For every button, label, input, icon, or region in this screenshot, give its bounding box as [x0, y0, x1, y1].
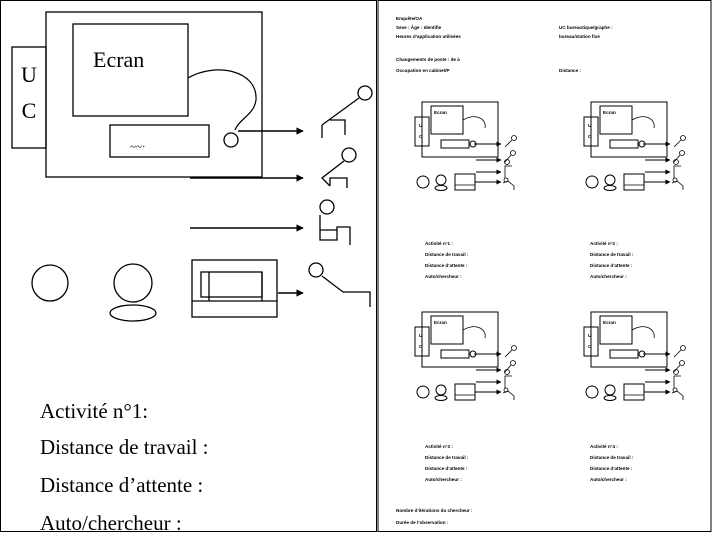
- svg-text:Distance d’attente :: Distance d’attente :: [590, 263, 633, 268]
- posture-figure-2: [321, 147, 357, 188]
- svg-text:Auto/chercheur :: Auto/chercheur :: [425, 477, 462, 482]
- svg-text:Auto/chercheur :: Auto/chercheur :: [425, 274, 462, 279]
- field-waiting-distance: Distance d’attente :: [40, 473, 203, 497]
- svg-text:U: U: [588, 333, 592, 338]
- posture-figure-1: [321, 85, 373, 138]
- svg-text:Ecran: Ecran: [434, 320, 447, 325]
- svg-text:Durée de l’observation :: Durée de l’observation :: [396, 520, 449, 525]
- svg-text:Auto/chercheur :: Auto/chercheur :: [590, 477, 627, 482]
- mini-diagram-1: Ecran U C: [415, 102, 517, 191]
- svg-text:Distance d’attente :: Distance d’attente :: [425, 263, 468, 268]
- svg-text:Ecran: Ecran: [434, 110, 447, 115]
- svg-text:Activité n°1 :: Activité n°1 :: [425, 241, 453, 246]
- left-panel-border: [0, 0, 377, 532]
- posture-figure-3: [319, 199, 351, 245]
- field-auto-researcher: Auto/chercheur :: [40, 511, 182, 533]
- uc-letter-c: C: [22, 98, 37, 123]
- svg-text:Distance :: Distance :: [559, 68, 581, 73]
- mouse-cable: [187, 69, 257, 131]
- svg-text:Distance d’attente :: Distance d’attente :: [425, 466, 468, 471]
- svg-text:Auto/chercheur :: Auto/chercheur :: [590, 274, 627, 279]
- svg-text:Distance d’attente :: Distance d’attente :: [590, 466, 633, 471]
- svg-text:Activité n°4 :: Activité n°4 :: [590, 444, 618, 449]
- svg-text:C: C: [419, 344, 423, 349]
- svg-text:Heures d’application utilisées: Heures d’application utilisées: [396, 34, 461, 39]
- activity-title: Activité n°1:: [40, 399, 148, 423]
- posture-figure-4: [308, 262, 371, 307]
- activity-block-2: Activité n°2 : Distance de travail : Dis…: [590, 241, 634, 279]
- central-unit-icon: U C: [11, 46, 47, 149]
- svg-text:Enquête/OA: Enquête/OA: [396, 16, 423, 21]
- svg-text:Distance de travail :: Distance de travail :: [590, 455, 634, 460]
- svg-text:U: U: [419, 123, 423, 128]
- screen-label: Ecran: [93, 47, 144, 72]
- stool-icon: [31, 264, 69, 302]
- svg-text:Ecran: Ecran: [603, 320, 616, 325]
- svg-text:Activité n°3 :: Activité n°3 :: [425, 444, 453, 449]
- activity-block-3: Activité n°3 : Distance de travail : Dis…: [425, 444, 469, 482]
- svg-text:bureau/station fixe: bureau/station fixe: [559, 34, 600, 39]
- keyboard-icon: ~~·: [109, 124, 210, 158]
- svg-text:Activité n°2 :: Activité n°2 :: [590, 241, 618, 246]
- office-chair-icon: [109, 263, 157, 322]
- svg-text:Distance de travail :: Distance de travail :: [425, 252, 469, 257]
- activity-block-4: Activité n°4 : Distance de travail : Dis…: [590, 444, 634, 482]
- svg-text:Nombre d’itérations du cherche: Nombre d’itérations du chercheur :: [396, 508, 473, 513]
- svg-text:C: C: [419, 134, 423, 139]
- svg-text:Distance de travail :: Distance de travail :: [425, 455, 469, 460]
- uc-letter-u: U: [21, 62, 37, 87]
- svg-text:C: C: [588, 344, 592, 349]
- svg-text:Ecran: Ecran: [603, 110, 616, 115]
- svg-text:UC bureautique/graphe :: UC bureautique/graphe :: [559, 25, 613, 30]
- mini-diagram-3: Ecran U C: [415, 312, 517, 401]
- svg-text:U: U: [588, 123, 592, 128]
- svg-text:U: U: [419, 333, 423, 338]
- svg-text:Distance de travail :: Distance de travail :: [590, 252, 634, 257]
- svg-text:Changements de poste : de: Changements de poste : de à: [396, 57, 460, 62]
- mini-diagram-2: Ecran U C: [584, 102, 686, 191]
- activity-block-1: Activité n°1 : Distance de travail : Dis…: [425, 241, 469, 279]
- mouse-icon: [223, 132, 239, 148]
- screen-icon: Ecran: [72, 23, 189, 117]
- form-page: [377, 0, 712, 532]
- form-header: Enquête/OA Sexe : Âge : Identifie Heures…: [396, 16, 613, 73]
- mini-diagram-4: Ecran U C: [584, 312, 686, 401]
- svg-text:Occupation en cabinet/P: Occupation en cabinet/P: [396, 68, 450, 73]
- keyboard-marks: ~~·: [130, 141, 146, 153]
- armchair-icon: [191, 259, 278, 318]
- svg-text:C: C: [588, 134, 592, 139]
- field-working-distance: Distance de travail :: [40, 435, 209, 459]
- desk-frame: [45, 11, 263, 178]
- form-footer: Nombre d’itérations du chercheur : Durée…: [396, 508, 473, 525]
- svg-text:Sexe : Âge : Ident: Sexe : Âge : Identifie: [396, 24, 442, 30]
